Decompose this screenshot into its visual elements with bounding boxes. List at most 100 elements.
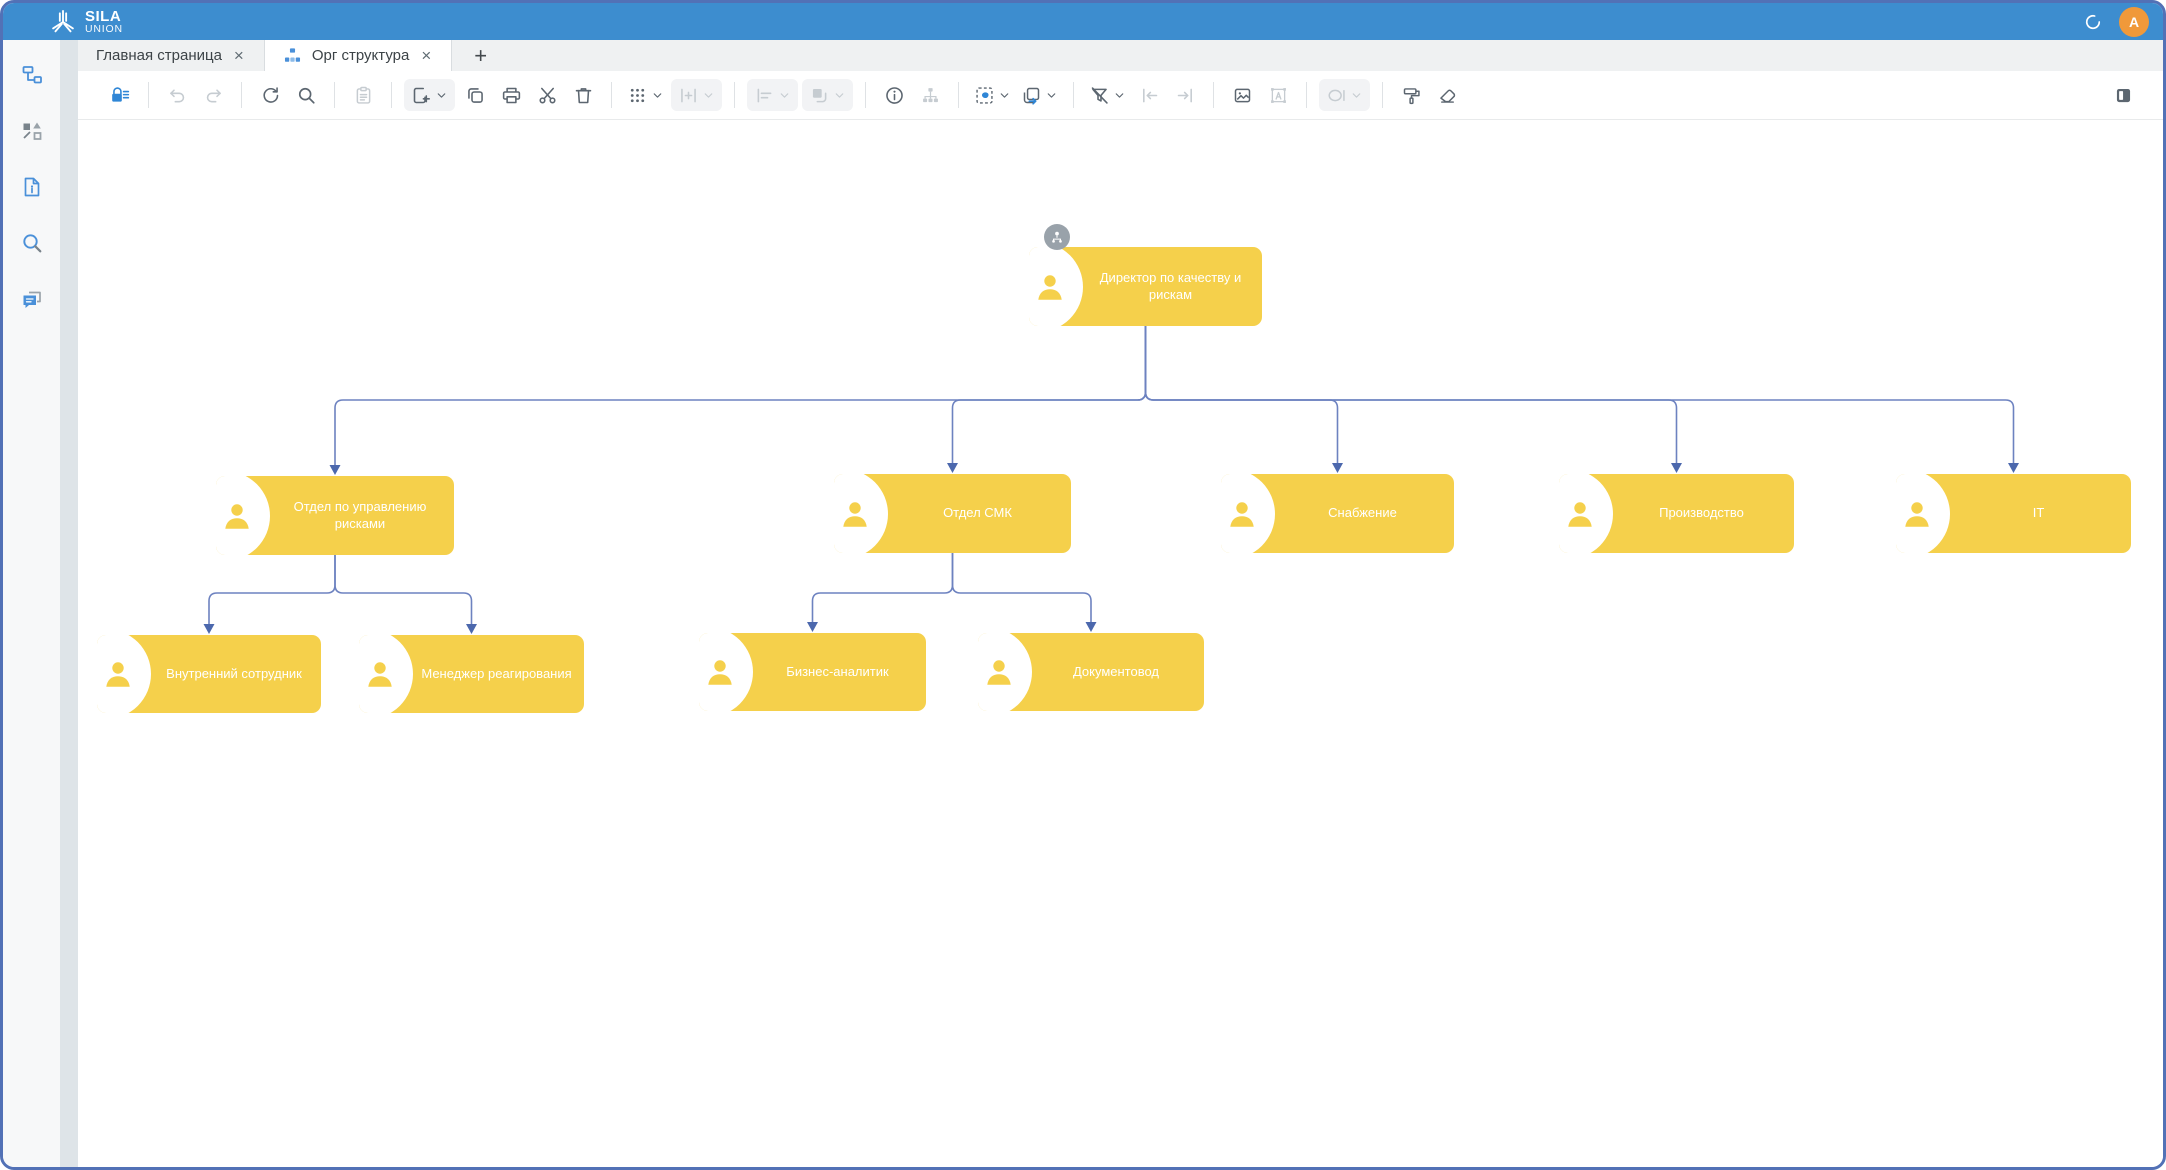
node-label: Снабжение [1328, 505, 1397, 521]
brand-name-top: SILA [85, 7, 122, 25]
org-node-production[interactable]: Производство [1559, 474, 1794, 553]
chevron-down-icon [998, 89, 1011, 102]
create-button[interactable] [404, 79, 455, 111]
toolbar-divider [1073, 82, 1074, 108]
node-label: Менеджер реагирования [421, 665, 572, 681]
org-chart-icon [1049, 229, 1065, 245]
node-label: Внутренний сотрудник [166, 665, 302, 681]
search-icon [296, 85, 317, 106]
brand-name-bottom: UNION [85, 22, 123, 35]
person-icon [1224, 496, 1260, 532]
org-node-response-mgr[interactable]: Менеджер реагирования [359, 635, 584, 713]
spacing-button [671, 79, 722, 111]
redo-icon [203, 85, 224, 106]
chevron-down-icon [702, 89, 715, 102]
export-icon [1021, 85, 1042, 106]
toolbar-divider [148, 82, 149, 108]
cut-button[interactable] [531, 79, 563, 111]
left-rail [3, 40, 60, 1167]
paint-roller-button[interactable] [1395, 79, 1427, 111]
panel-toggle-button[interactable] [2107, 79, 2139, 111]
text-frame-button [1262, 79, 1294, 111]
undo-button [161, 79, 193, 111]
org-unit-badge[interactable] [1044, 224, 1070, 250]
person-icon [219, 498, 255, 534]
add-tab-button[interactable]: + [474, 42, 488, 68]
tab-org-structure[interactable]: Орг структура × [264, 40, 453, 71]
redo-button [197, 79, 229, 111]
grid-button[interactable] [624, 79, 667, 111]
person-icon [100, 656, 136, 692]
toolbar-divider [865, 82, 866, 108]
panel-toggle-icon [2113, 85, 2134, 106]
user-avatar[interactable]: A [2119, 6, 2149, 37]
toolbar-divider [1213, 82, 1214, 108]
spacing-icon [678, 85, 699, 106]
sidebar-document-info-button[interactable] [19, 174, 45, 200]
paste-button [347, 79, 379, 111]
org-node-analyst[interactable]: Бизнес-аналитик [699, 633, 926, 711]
info-button[interactable] [878, 79, 910, 111]
sync-spinner-icon[interactable] [2083, 12, 2103, 32]
select-icon [974, 85, 995, 106]
trash-icon [573, 85, 594, 106]
info-icon [884, 85, 905, 106]
node-label: Документовод [1072, 663, 1160, 679]
diagram-toolbar [78, 71, 2163, 120]
node-label: Директор по качеству и рискам [1099, 269, 1242, 302]
top-bar: SILA UNION A [3, 3, 2163, 40]
close-icon[interactable]: × [233, 46, 244, 65]
org-node-it[interactable]: IT [1896, 474, 2131, 553]
node-notch [1029, 247, 1083, 326]
select-button[interactable] [971, 79, 1014, 111]
org-node-risk-dept[interactable]: Отдел по управлению рисками [216, 476, 454, 555]
grid-icon [627, 85, 648, 106]
chevron-down-icon [651, 89, 664, 102]
collapse-right-button [1169, 79, 1201, 111]
org-connectors [203, 326, 2019, 634]
refresh-button[interactable] [254, 79, 286, 111]
tab-label: Орг структура [311, 47, 410, 64]
tab-label: Главная страница [96, 47, 222, 64]
eraser-button[interactable] [1431, 79, 1463, 111]
sidebar-model-tree-button[interactable] [19, 62, 45, 88]
image-button[interactable] [1226, 79, 1258, 111]
search-button[interactable] [290, 79, 322, 111]
filter-button[interactable] [1086, 79, 1129, 111]
model-tree-icon [20, 63, 44, 87]
chevron-down-icon [778, 89, 791, 102]
org-node-smk-dept[interactable]: Отдел СМК [834, 474, 1071, 553]
person-icon [837, 496, 873, 532]
refresh-icon [260, 85, 281, 106]
org-node-internal-emp[interactable]: Внутренний сотрудник [97, 635, 321, 713]
export-button[interactable] [1018, 79, 1061, 111]
sidebar-search-panel-button[interactable] [19, 230, 45, 256]
node-notch [1896, 474, 1950, 553]
chevron-down-icon [1113, 89, 1126, 102]
org-node-supply[interactable]: Снабжение [1221, 474, 1454, 553]
align-icon [754, 85, 775, 106]
person-icon [981, 654, 1017, 690]
lock-button[interactable] [104, 79, 136, 111]
tree-icon [920, 85, 941, 106]
ellipse-icon [1326, 85, 1347, 106]
sidebar-comments-button[interactable] [19, 286, 45, 312]
node-notch [699, 633, 753, 711]
print-button[interactable] [495, 79, 527, 111]
chevron-down-icon [1045, 89, 1058, 102]
node-label: Отдел по управлению рисками [293, 498, 427, 531]
copy-button[interactable] [459, 79, 491, 111]
close-icon[interactable]: × [421, 46, 432, 65]
person-icon [702, 654, 738, 690]
sidebar-shapes-button[interactable] [19, 118, 45, 144]
toolbar-divider [391, 82, 392, 108]
tab-home[interactable]: Главная страница × [78, 40, 265, 71]
shapes-icon [20, 119, 44, 143]
chevron-down-icon [1350, 89, 1363, 102]
org-node-director[interactable]: Директор по качеству и рискам [1029, 247, 1262, 326]
toolbar-divider [334, 82, 335, 108]
toolbar-divider [1382, 82, 1383, 108]
trash-button[interactable] [567, 79, 599, 111]
org-node-clerk[interactable]: Документовод [978, 633, 1204, 711]
